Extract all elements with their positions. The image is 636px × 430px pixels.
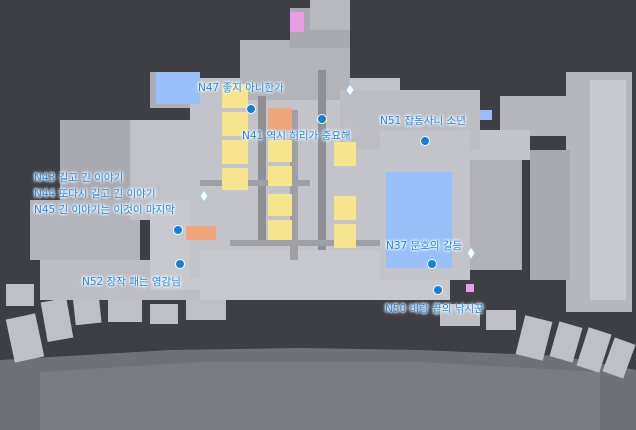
east-district: [462, 72, 632, 312]
npc-pin-icon[interactable]: [420, 136, 430, 146]
npc-pin-icon[interactable]: [175, 259, 185, 269]
marker-label-n51[interactable]: N51 잡동사니 소년: [380, 115, 466, 127]
colored-rooms: [156, 12, 492, 292]
marker-label-n47[interactable]: N47 좋지 아니한가: [198, 82, 284, 94]
npc-pin-icon[interactable]: [427, 259, 437, 269]
marker-label-n41[interactable]: N41 역시 허리가 중요해: [242, 130, 351, 142]
marker-label-n45[interactable]: N45 긴 이야기는 이것이 마지막: [34, 204, 175, 216]
marker-label-n37[interactable]: N37 문호의 갈등: [386, 240, 463, 252]
npc-pin-icon[interactable]: [317, 114, 327, 124]
marker-label-n43[interactable]: N43 길고 긴 이야기: [34, 172, 124, 184]
marker-label-n44[interactable]: N44 또다시 길고 긴 이야기: [34, 188, 156, 200]
south-shore-inner: [40, 362, 600, 430]
marker-label-n52[interactable]: N52 장작 패는 영감님: [82, 276, 181, 288]
npc-pin-icon[interactable]: [433, 285, 443, 295]
marker-label-n50[interactable]: N50 벼랑 끝의 낚시꾼: [385, 303, 484, 315]
rocks-southeast: [440, 304, 636, 379]
npc-pin-icon[interactable]: [173, 225, 183, 235]
crystal-icon: [199, 83, 476, 260]
npc-pin-icon[interactable]: [246, 104, 256, 114]
